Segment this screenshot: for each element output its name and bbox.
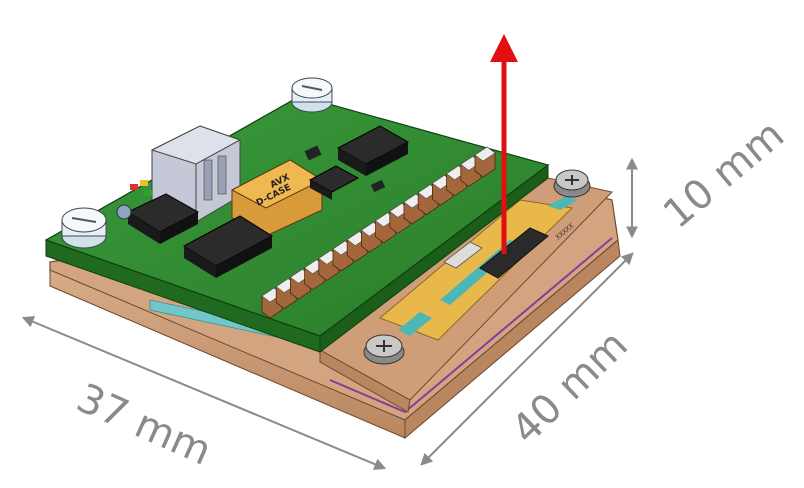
ic-chip-left — [126, 193, 200, 244]
phillips-screw-icon — [363, 334, 405, 365]
ic-chip-mid — [308, 165, 360, 200]
tantalum-capacitor: AVX D-CASE — [230, 159, 324, 237]
phillips-screw-icon — [553, 169, 591, 198]
led-indicators — [116, 180, 152, 220]
dimension-depth-arrow — [420, 252, 634, 466]
height-dimension-label: 10 mm — [655, 111, 793, 237]
standoff-left — [61, 207, 107, 249]
ic-chip-center — [183, 215, 273, 278]
capacitor-row — [261, 146, 496, 319]
capacitor-cap — [474, 146, 496, 162]
red-up-arrow-icon — [490, 34, 518, 254]
depth-dimension-label: 40 mm — [503, 322, 637, 453]
dimension-width-arrow — [21, 316, 387, 470]
small-transistor — [304, 145, 386, 193]
standoff-top — [291, 77, 333, 113]
ic-chip-top — [336, 125, 410, 176]
